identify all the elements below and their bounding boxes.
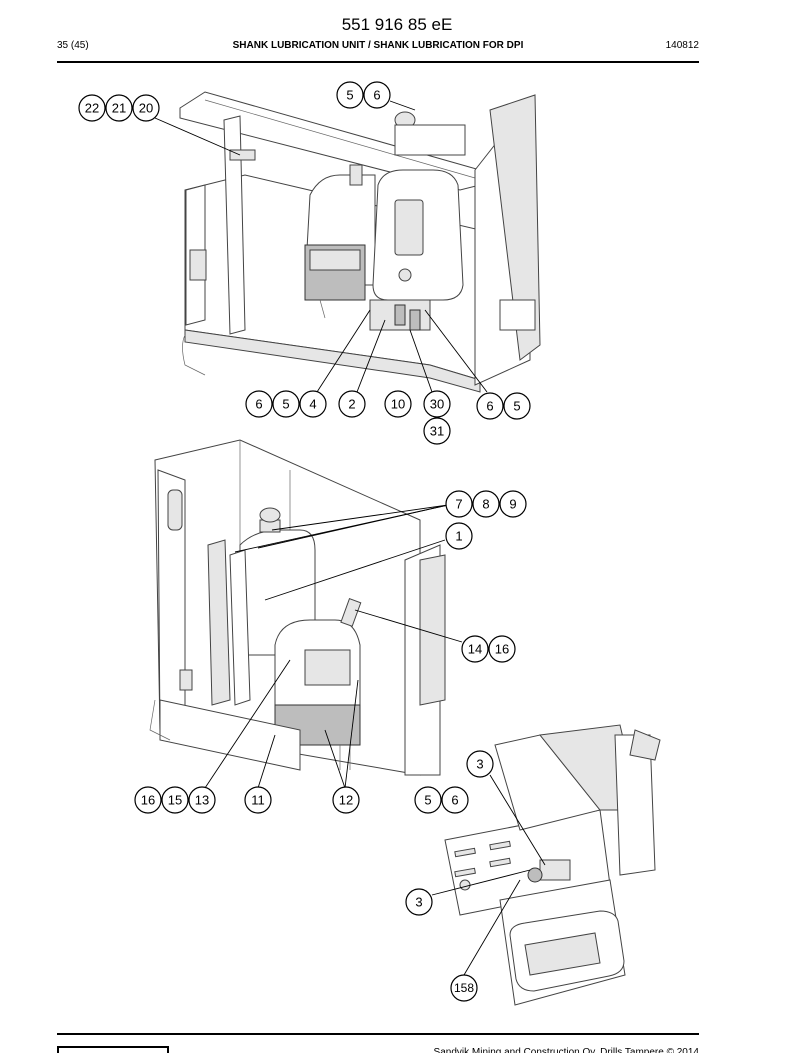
top-assembly-illustration [179, 91, 541, 393]
svg-text:6: 6 [373, 88, 380, 103]
svg-text:14: 14 [468, 642, 482, 657]
svg-text:11: 11 [251, 793, 265, 808]
svg-text:158: 158 [454, 981, 474, 995]
svg-text:8: 8 [482, 497, 489, 512]
company-logo [57, 1046, 169, 1053]
callout-31: 31 [423, 417, 451, 445]
svg-text:15: 15 [168, 793, 182, 808]
leader-lines [154, 100, 546, 976]
document-number: 551 916 85 eE [341, 15, 453, 34]
callout-12: 12 [332, 786, 360, 814]
svg-text:9: 9 [509, 497, 516, 512]
callout-3-upper: 3 [466, 750, 494, 778]
callout-5-right: 5 [503, 392, 531, 420]
callout-16-right: 16 [488, 635, 516, 663]
svg-text:6: 6 [451, 793, 458, 808]
callout-158: 158 [450, 974, 478, 1002]
footer-copyright: Sandvik Mining and Construction Oy, Dril… [433, 1047, 699, 1053]
svg-text:20: 20 [139, 101, 153, 116]
svg-text:12: 12 [339, 793, 353, 808]
bottom-assembly-illustration [444, 724, 661, 1006]
header-rule [57, 61, 699, 63]
callout-30: 30 [423, 390, 451, 418]
callout-7: 7 [445, 490, 473, 518]
page-number: 35 (45) [57, 40, 89, 51]
callout-14: 14 [461, 635, 489, 663]
svg-text:5: 5 [282, 397, 289, 412]
svg-text:5: 5 [424, 793, 431, 808]
callout-5-left: 5 [272, 390, 300, 418]
callout-6-left: 6 [245, 390, 273, 418]
svg-text:21: 21 [112, 101, 126, 116]
svg-text:3: 3 [476, 757, 483, 772]
callout-11: 11 [244, 786, 272, 814]
svg-text:5: 5 [346, 88, 353, 103]
svg-text:2: 2 [348, 397, 355, 412]
svg-text:30: 30 [430, 397, 444, 412]
svg-text:10: 10 [391, 397, 405, 412]
callout-5-bottom: 5 [414, 786, 442, 814]
callout-6-bottom: 6 [441, 786, 469, 814]
callout-1: 1 [445, 522, 473, 550]
svg-text:7: 7 [455, 497, 462, 512]
callout-6-top: 6 [363, 81, 391, 109]
callout-4: 4 [299, 390, 327, 418]
callout-9: 9 [499, 490, 527, 518]
svg-text:5: 5 [513, 399, 520, 414]
footer-rule [57, 1033, 699, 1035]
callout-15: 15 [161, 786, 189, 814]
callout-6-right: 6 [476, 392, 504, 420]
svg-text:16: 16 [141, 793, 155, 808]
callout-2: 2 [338, 390, 366, 418]
date-code: 140812 [665, 40, 699, 51]
callout-8: 8 [472, 490, 500, 518]
header-row: 35 (45) SHANK LUBRICATION UNIT / SHANK L… [57, 40, 699, 54]
callout-10: 10 [384, 390, 412, 418]
svg-text:1: 1 [455, 529, 462, 544]
svg-text:16: 16 [495, 642, 509, 657]
svg-text:6: 6 [255, 397, 262, 412]
svg-text:6: 6 [486, 399, 493, 414]
svg-text:13: 13 [195, 793, 209, 808]
svg-text:4: 4 [309, 397, 316, 412]
svg-text:3: 3 [415, 895, 422, 910]
svg-text:31: 31 [430, 424, 444, 439]
callout-13: 13 [188, 786, 216, 814]
callout-21: 21 [105, 94, 133, 122]
callout-5-top: 5 [336, 81, 364, 109]
callout-3-lower: 3 [405, 888, 433, 916]
svg-text:22: 22 [85, 101, 99, 116]
middle-assembly-illustration [149, 439, 446, 776]
callout-20: 20 [132, 94, 160, 122]
callout-22: 22 [78, 94, 106, 122]
callout-16-left: 16 [134, 786, 162, 814]
page-title: SHANK LUBRICATION UNIT / SHANK LUBRICATI… [232, 40, 524, 51]
